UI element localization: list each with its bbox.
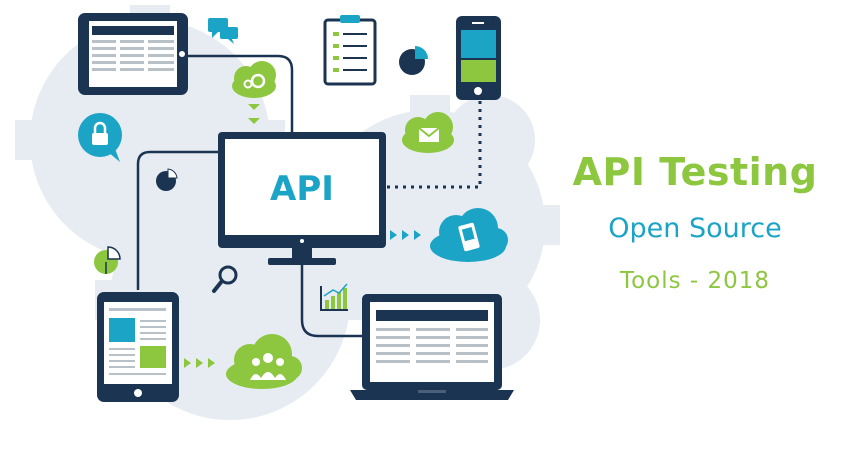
bar-chart-icon [320,283,348,311]
pie-chart-icon [156,168,178,191]
smartphone-icon [456,16,501,100]
arrow-chevrons [390,230,421,240]
connection-lines [136,54,482,338]
arrow-chevrons [184,358,215,368]
heading-tagline: Tools - 2018 [619,268,771,294]
cloud-phone-icon [430,208,508,262]
cloud-users-icon [226,334,302,389]
monitor-api-label: API [270,169,334,209]
cloud-gears-icon [232,61,276,124]
mail-cloud-icon [402,112,454,153]
laptop-icon [350,294,514,400]
tablet-top-icon [78,13,188,95]
lock-bubble-icon [78,113,122,162]
pie-chart-icon [399,46,428,75]
chat-bubbles-icon [208,18,238,44]
monitor-icon [218,132,386,265]
magnifier-icon [212,265,238,293]
clipboard-checklist-icon [323,15,377,86]
heading-subtitle: Open Source [608,213,782,244]
pie-chart-icon [94,246,121,274]
heading-title: API Testing [572,150,818,194]
tablet-bottom-icon [97,292,179,402]
